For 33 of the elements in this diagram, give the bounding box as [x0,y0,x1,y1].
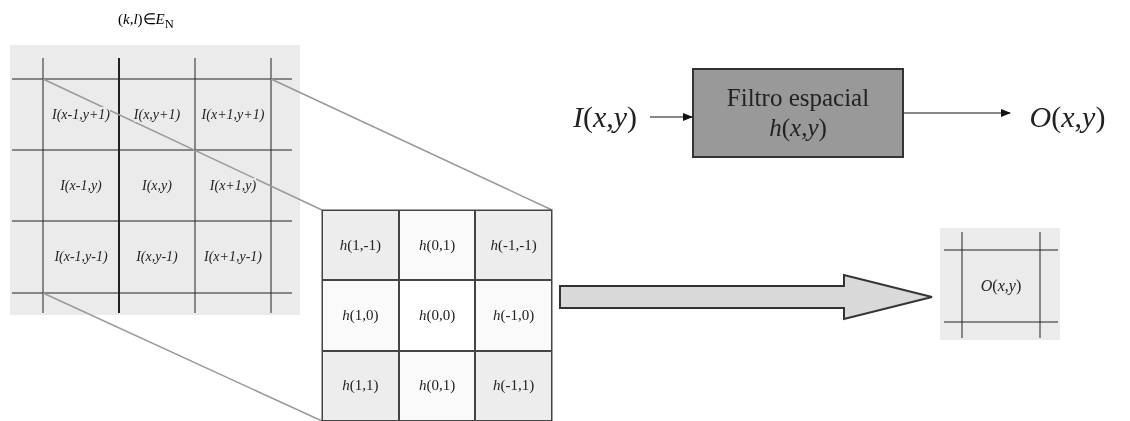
cell-text: I(x,y-1) [136,249,178,265]
kernel-cell: h(-1,1) [475,350,553,421]
cell-text: I(x,y+1) [133,106,181,123]
projection-line [42,292,323,421]
projection-line [270,78,553,211]
cell-text: I(x-1,y+1) [52,106,110,123]
block-arrow [559,273,933,321]
block-title: Filtro espacial [726,83,870,113]
filter-block [692,68,904,158]
kernel-cell: h(1,-1) [322,210,399,281]
cell-text: I(x,y) [142,177,172,194]
block-formula: h(x,y) [769,113,827,143]
kernel-cell: h(1,1) [322,350,399,421]
signal-label: I(x,y) [572,100,638,134]
cell-text: I(x-1,y) [60,177,102,194]
image-grid-panel [10,45,300,315]
output-grid-panel [940,228,1060,340]
projection-line [42,78,323,211]
arrow [649,113,693,121]
cell-text: I(x+1,y+1) [201,106,265,123]
cell-text: O(x,y) [980,277,1022,295]
set-notation: (k,l)∈E$_{N}$ [118,10,174,32]
kernel-cell: h(-1,0) [475,280,553,351]
signal-label: O(x,y) [1029,100,1106,134]
kernel-cell: h(0,1) [398,210,476,281]
kernel-cell: h(0,0) [398,280,476,351]
kernel-cell: h(0,1) [398,350,476,421]
kernel-cell: h(1,0) [322,280,399,351]
cell-text: I(x+1,y-1) [204,249,262,265]
arrow [903,109,1011,117]
cell-text: I(x-1,y-1) [54,249,108,265]
cell-text: I(x+1,y) [209,177,257,194]
kernel-cell: h(-1,-1) [475,210,553,281]
